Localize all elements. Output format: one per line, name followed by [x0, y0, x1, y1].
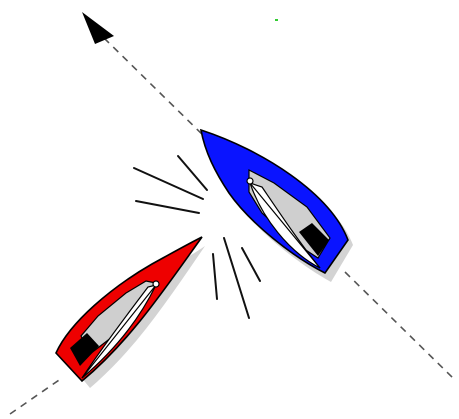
green-speck — [275, 19, 278, 21]
course-arrowhead-icon — [82, 12, 114, 44]
impact-line-2 — [136, 201, 199, 213]
red-boat — [56, 237, 205, 388]
course-line-tail — [10, 378, 62, 414]
course-line-upper — [104, 38, 210, 142]
blue-boat-mast — [247, 178, 253, 184]
impact-line-3 — [178, 156, 207, 190]
blue-boat — [201, 130, 353, 282]
red-boat-mast — [153, 281, 159, 287]
impact-line-4 — [213, 254, 217, 299]
impact-line-5 — [224, 238, 249, 318]
impact-line-6 — [242, 248, 260, 281]
course-line-lower — [345, 272, 455, 380]
